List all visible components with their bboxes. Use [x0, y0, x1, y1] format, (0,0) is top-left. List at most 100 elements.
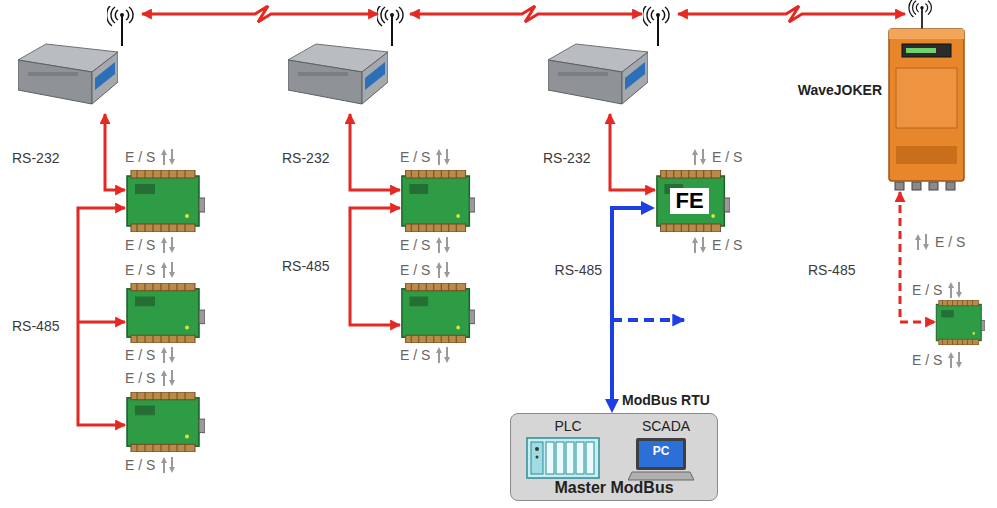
bus-line: [612, 208, 643, 401]
rect-shape: [576, 442, 584, 474]
device-name: SCADA: [617, 418, 715, 434]
polygon-shape: [169, 380, 175, 386]
rect-shape: [531, 442, 543, 474]
rect-shape: [163, 155, 165, 165]
polygon-shape: [700, 247, 706, 253]
plc-device: PLC: [521, 418, 615, 482]
polygon-shape: [169, 272, 175, 278]
polygon-shape: [915, 234, 921, 240]
io-label: E / S: [712, 149, 742, 165]
io-arrows: [161, 262, 175, 278]
io-arrows: [161, 370, 175, 386]
io-arrows: [436, 237, 450, 253]
rect-shape: [171, 347, 173, 357]
rect-shape: [917, 240, 919, 250]
rect-shape: [438, 155, 440, 165]
io-arrows: [692, 149, 706, 165]
arrow-head: [641, 201, 655, 215]
polygon-shape: [692, 149, 698, 155]
io-arrows: [692, 237, 706, 253]
rect-shape: [446, 347, 448, 357]
polygon-shape: [161, 457, 167, 463]
polygon-shape: [692, 237, 698, 243]
bus-label: RS-232: [282, 150, 329, 166]
rect-shape: [163, 353, 165, 363]
polygon-shape: [948, 352, 954, 358]
rect-shape: [556, 442, 564, 474]
io-label: E / S: [400, 149, 430, 165]
rect-shape: [958, 282, 960, 292]
bus-label: RS-232: [12, 150, 59, 166]
io-arrows: [161, 237, 175, 253]
rect-shape: [889, 29, 964, 39]
io-label: E / S: [912, 352, 942, 368]
rect-shape: [896, 68, 957, 128]
rect-shape: [546, 442, 554, 474]
polygon-shape: [948, 282, 954, 288]
device-name: PLC: [521, 418, 615, 434]
bus-label: RS-485: [808, 262, 855, 278]
rect-shape: [446, 262, 448, 272]
polygon-shape: [436, 347, 442, 353]
rect-shape: [958, 352, 960, 362]
rect-shape: [906, 48, 936, 53]
polygon-shape: [169, 159, 175, 165]
polygon-shape: [169, 247, 175, 253]
rect-shape: [163, 268, 165, 278]
rect-shape: [950, 288, 952, 298]
io-arrows: [915, 234, 929, 250]
rect-shape: [889, 29, 964, 181]
rect-shape: [171, 149, 173, 159]
rect-shape: [896, 146, 957, 164]
polygon-shape: [436, 149, 442, 155]
polygon-shape: [444, 247, 450, 253]
rect-shape: [566, 442, 574, 474]
circle-shape: [536, 456, 539, 459]
device-name: WaveJOKER: [798, 82, 882, 98]
polygon-shape: [161, 370, 167, 376]
wavejoker-device: WaveJOKER: [888, 28, 965, 182]
io-label: E / S: [125, 237, 155, 253]
io-label: E / S: [125, 457, 155, 473]
circle-shape: [535, 447, 539, 451]
polygon-shape: [161, 149, 167, 155]
io-arrows: [948, 352, 962, 368]
rect-shape: [702, 149, 704, 159]
io-label: E / S: [712, 237, 742, 253]
io-label: E / S: [125, 370, 155, 386]
rect-shape: [163, 243, 165, 253]
io-arrows: [161, 149, 175, 165]
polygon-shape: [923, 244, 929, 250]
rect-shape: [527, 438, 599, 478]
polygon-shape: [436, 262, 442, 268]
polygon-shape: [444, 357, 450, 363]
io-label: E / S: [935, 234, 965, 250]
rect-shape: [438, 268, 440, 278]
io-arrows: [436, 347, 450, 363]
rect-shape: [446, 149, 448, 159]
io-label: E / S: [125, 262, 155, 278]
polygon-shape: [444, 272, 450, 278]
rect-shape: [163, 463, 165, 473]
rect-shape: [950, 358, 952, 368]
polygon-shape: [169, 357, 175, 363]
io-label: E / S: [400, 237, 430, 253]
wavejoker-housing: [888, 28, 965, 182]
rect-shape: [702, 237, 704, 247]
polygon-shape: [161, 262, 167, 268]
io-arrows: [436, 262, 450, 278]
rect-shape: [586, 442, 594, 474]
polygon-shape: [436, 237, 442, 243]
polygon-shape: [161, 237, 167, 243]
polygon-shape: [444, 159, 450, 165]
io-module: FE: [655, 170, 730, 232]
rect-shape: [925, 234, 927, 244]
rect-shape: [902, 44, 951, 57]
polygon-shape: [161, 347, 167, 353]
polygon-shape: [628, 472, 694, 480]
bus-label: RS-485: [282, 258, 329, 274]
bus-label: RS-485: [555, 262, 602, 278]
polygon-shape: [700, 159, 706, 165]
